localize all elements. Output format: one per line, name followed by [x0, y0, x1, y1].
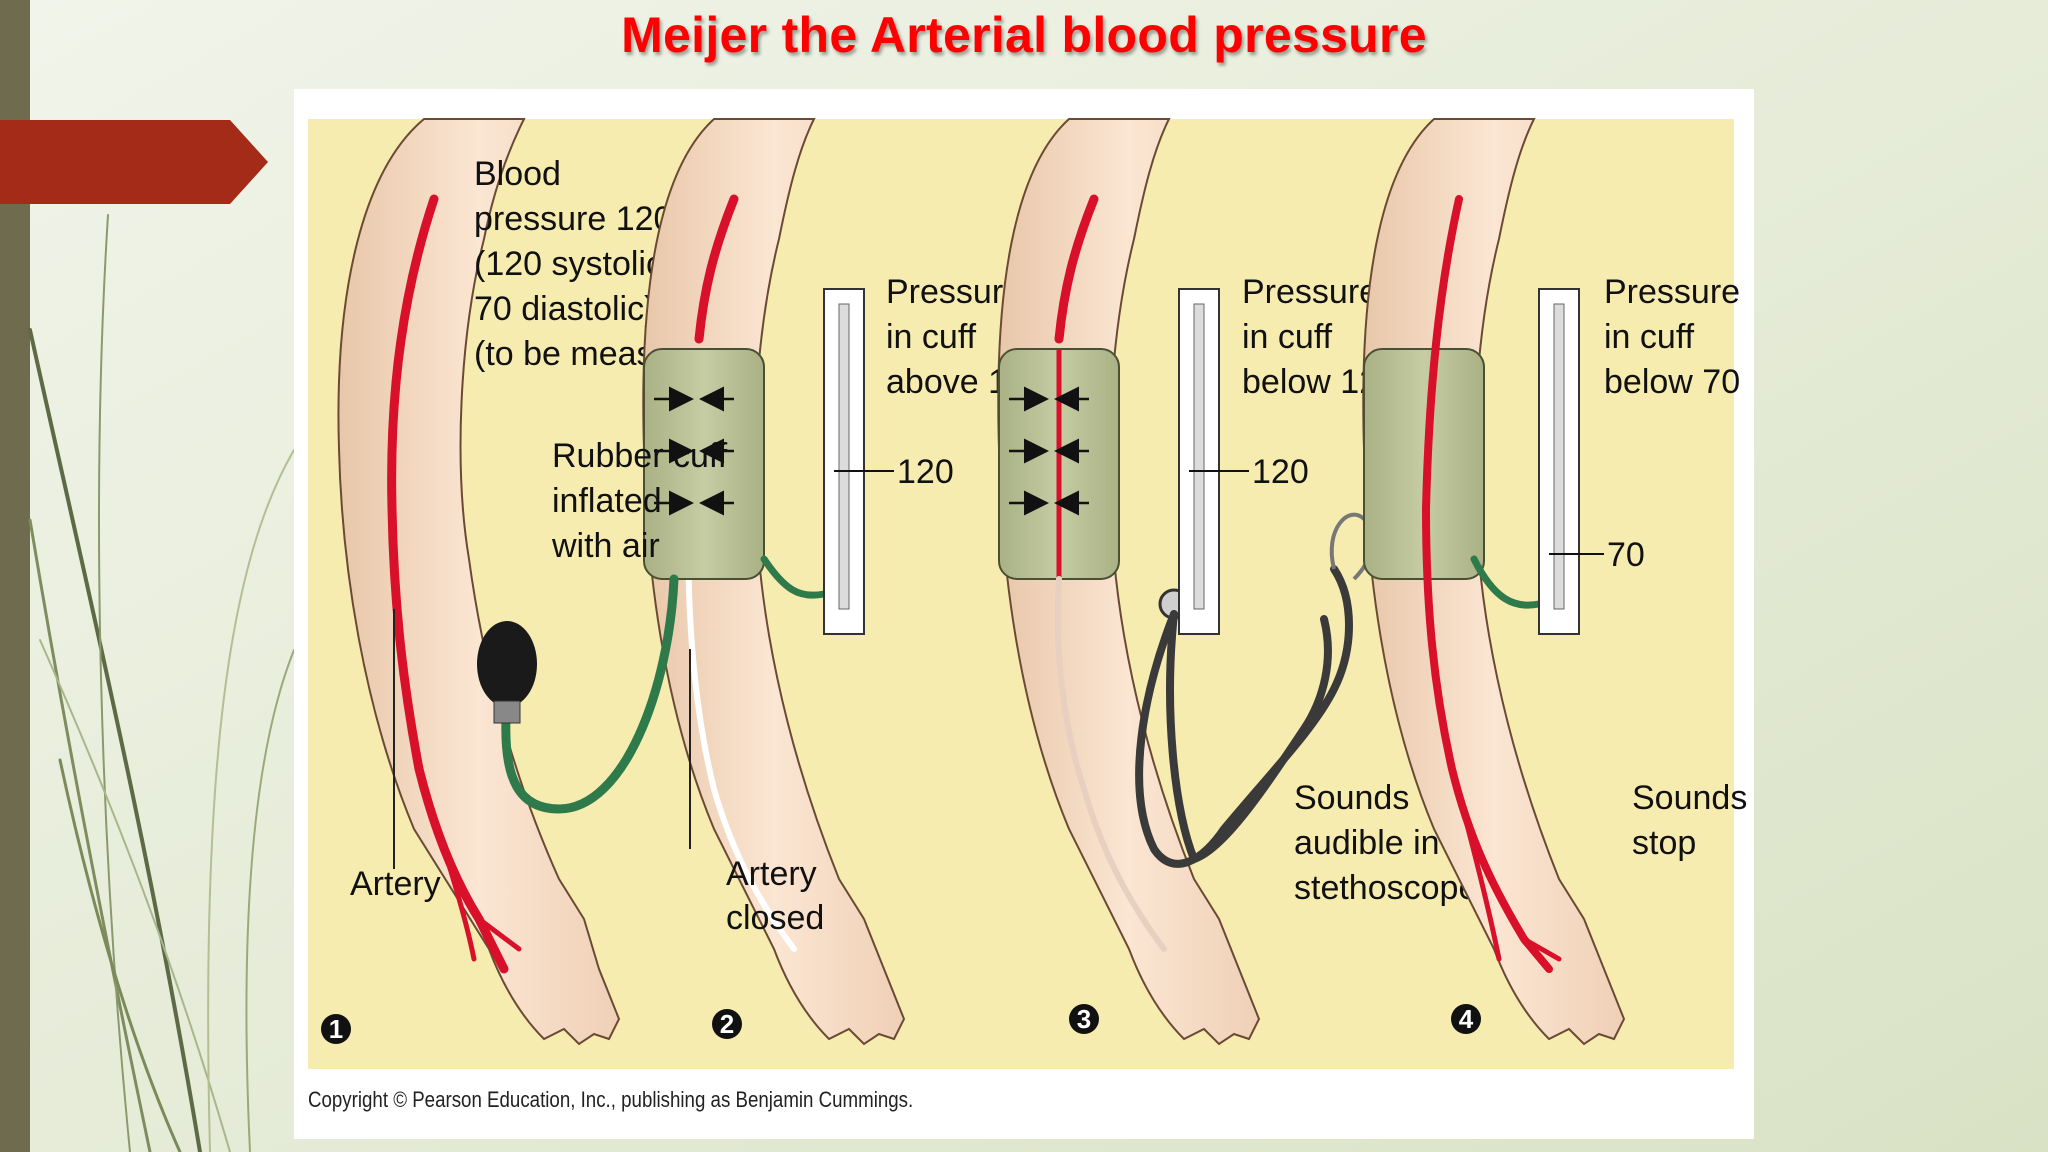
panel-4-number: 4: [1459, 1004, 1474, 1034]
panel-3-sound-line-3: stethoscope: [1294, 869, 1477, 907]
artery-3-lower: [1054, 576, 1167, 952]
panel-2-number: 2: [720, 1009, 734, 1039]
panel-3-number-badge: [1069, 1004, 1099, 1034]
title-arrow-shape: [0, 120, 268, 204]
panel-1-number: 1: [329, 1014, 343, 1044]
panel-2-cuff-line-2: inflated: [552, 482, 662, 520]
panel-4-number-badge: [1451, 1004, 1481, 1034]
panel-1-artery-label: Artery: [350, 865, 441, 903]
cuff-3-arrows: [1009, 386, 1089, 516]
blood-pressure-diagram: Blood pressure 120/70 (120 systolic, 70 …: [308, 118, 1747, 1069]
copyright-notice: Copyright © Pearson Education, Inc., pub…: [308, 1087, 914, 1112]
panel-2-artery-line-1: Artery: [726, 855, 817, 893]
panel-2-gauge-line-2: in cuff: [886, 318, 977, 356]
panel-2-cuff-line-1: Rubber cuff: [552, 437, 728, 475]
artery-4-branch: [1449, 766, 1562, 962]
artery-4: [1421, 195, 1553, 973]
panel-1-label-line-4: 70 diastolic): [474, 290, 655, 328]
gauge-2-column: [838, 303, 850, 610]
gauge-3-mark: 120: [1252, 453, 1309, 491]
panel-4-sound-line-2: stop: [1632, 824, 1696, 862]
bulb-2: [477, 621, 537, 707]
panel-2-artery-line-2: closed: [726, 899, 824, 937]
panel-1-label-line-3: (120 systolic,: [474, 245, 672, 283]
panel-3-gauge-line-2: in cuff: [1242, 318, 1333, 356]
arm-1: [337, 118, 621, 1046]
panel-4: 70 Pressure in cuff below 70 Sounds stop…: [1362, 118, 1747, 1046]
page-title: Meijer the Arterial blood pressure: [621, 7, 1427, 63]
tube-4: [1470, 555, 1543, 609]
artery-2-closed: [685, 506, 797, 952]
cuff-2-arrows: [654, 386, 734, 516]
tube-2-gauge: [760, 555, 828, 599]
panel-2-cuff-line-3: with air: [551, 527, 660, 565]
gauge-3-column: [1193, 303, 1205, 610]
panel-3-sound-line-2: audible in: [1294, 824, 1440, 862]
panel-1-number-badge: [321, 1014, 351, 1044]
decorative-curves: [28, 214, 295, 1152]
stethoscope-tubing: [1135, 565, 1353, 868]
panel-4-sound-line-1: Sounds: [1632, 779, 1747, 817]
gauge-4-column: [1553, 303, 1565, 610]
panel-4-gauge-line-2: in cuff: [1604, 318, 1695, 356]
stethoscope-tubing-2: [1166, 610, 1332, 864]
gauge-4-mark: 70: [1607, 536, 1645, 574]
panel-3-number: 3: [1077, 1004, 1091, 1034]
panel-3-sound-line-1: Sounds: [1294, 779, 1409, 817]
panel-2-gauge-line-1: Pressure: [886, 273, 1022, 311]
artery-2-upper: [694, 194, 739, 344]
figure-panel: Blood pressure 120/70 (120 systolic, 70 …: [294, 89, 1754, 1139]
panel-3-gauge-line-1: Pressure: [1242, 273, 1378, 311]
bulb-2-valve: [493, 700, 521, 724]
artery-1-branch: [416, 766, 522, 962]
panel-4-gauge-line-3: below 70: [1604, 363, 1740, 401]
panel-2: 120 Pressure in cuff above 120 Rubber cu…: [477, 118, 1045, 1046]
panel-2-number-badge: [712, 1009, 742, 1039]
gauge-2-mark: 120: [897, 453, 954, 491]
tube-2: [501, 574, 679, 814]
artery-3-upper: [1054, 194, 1099, 344]
panel-1-label-line-1: Blood: [474, 155, 561, 193]
panel-4-gauge-line-1: Pressure: [1604, 273, 1740, 311]
